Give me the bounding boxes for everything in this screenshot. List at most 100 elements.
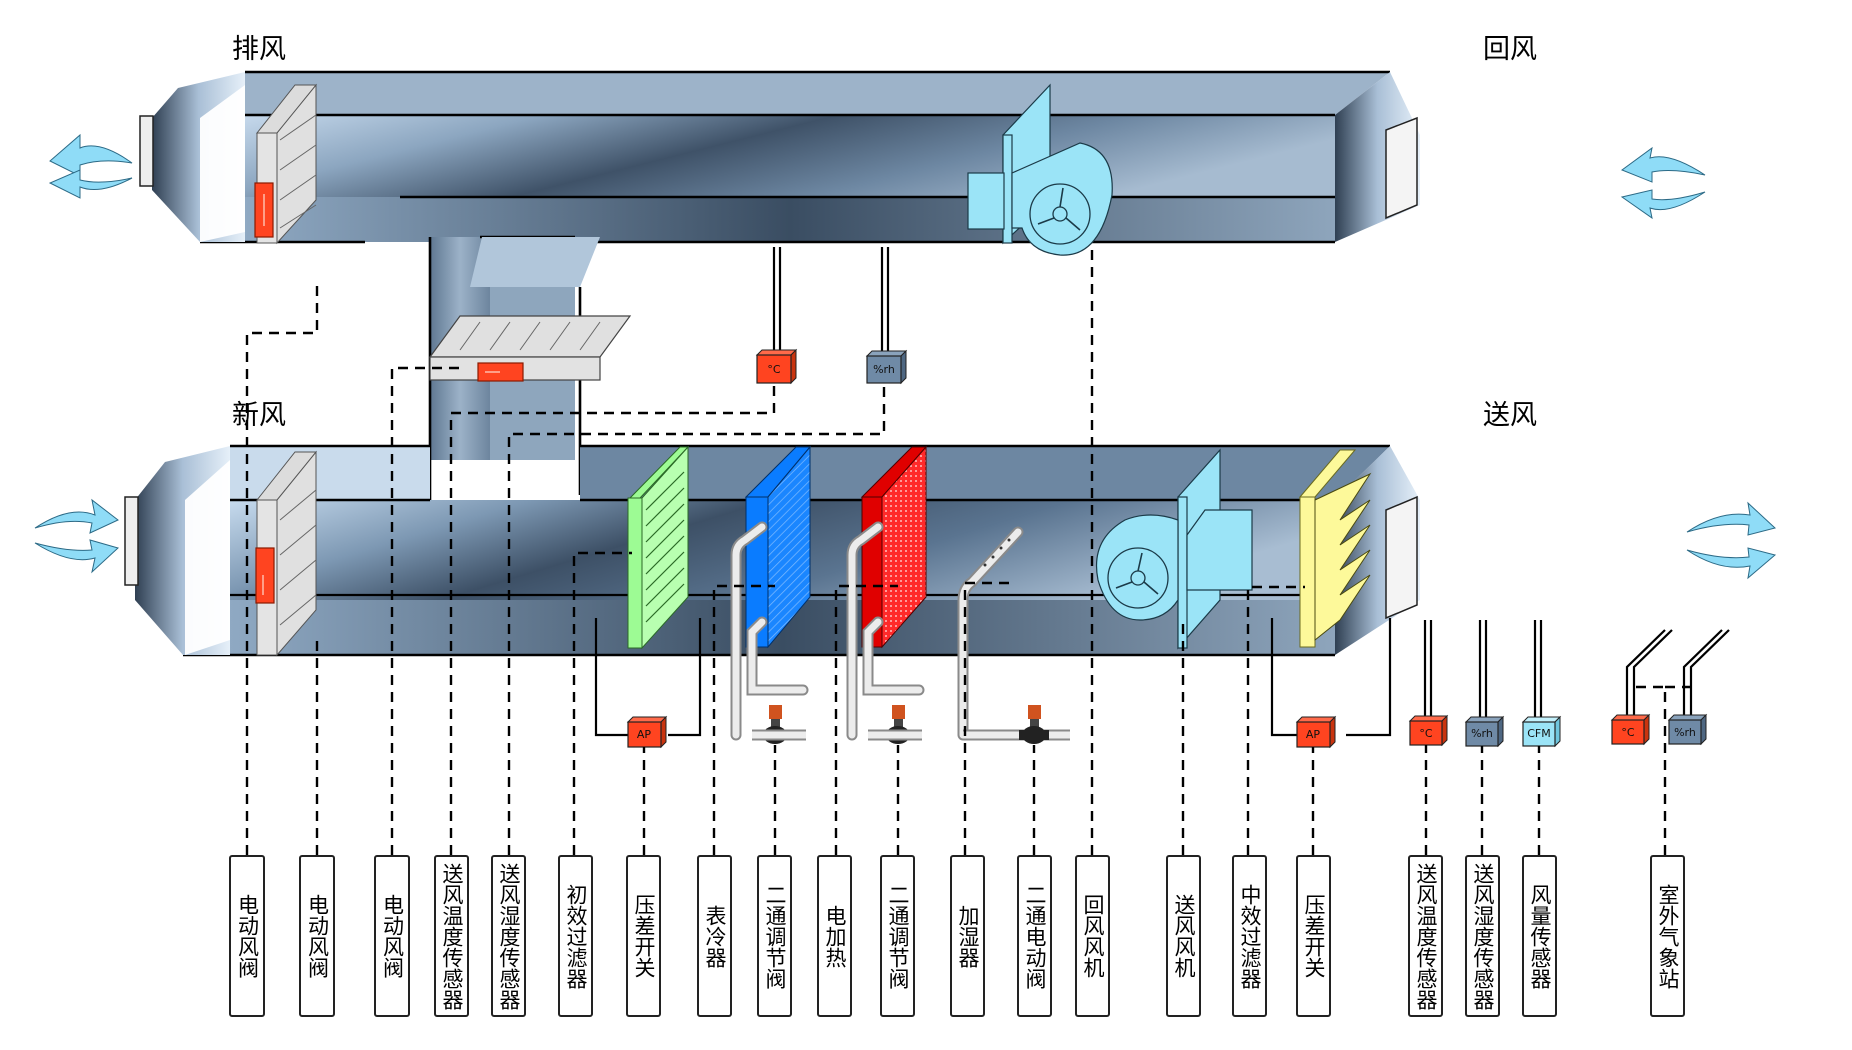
outdoor-humidity-sensor: %rh xyxy=(1667,713,1708,746)
zone-label-return: 回风 xyxy=(1483,34,1537,65)
label-box-return-temp-sensor: 送风温度传感器 xyxy=(434,855,469,1017)
label-box-medium-pressure-switch: 压差开关 xyxy=(1296,855,1331,1017)
return-humidity-sensor: %rh xyxy=(865,349,908,385)
humidifier-valve xyxy=(963,705,1070,744)
label-box-fresh-air-damper: 电动风阀 xyxy=(299,855,335,1017)
fresh-air-arrows xyxy=(34,498,119,574)
label-box-weather-station: 室外气象站 xyxy=(1650,855,1685,1017)
label-box-supply-temp-sensor: 送风温度传感器 xyxy=(1408,855,1443,1017)
return-fan xyxy=(967,83,1113,256)
label-box-supply-humidity-sensor: 送风湿度传感器 xyxy=(1465,855,1500,1017)
coarse-filter xyxy=(627,445,690,650)
airflow-sensor: CFM xyxy=(1521,715,1562,748)
fresh-supply-duct xyxy=(124,444,1420,741)
label-box-return-humidity-sensor: 送风湿度传感器 xyxy=(491,855,526,1017)
label-text: 电动风阀 xyxy=(235,894,260,978)
temp-badge: °C xyxy=(1621,726,1635,739)
label-text: 二通调节阀 xyxy=(763,883,787,989)
supply-grille xyxy=(1385,495,1418,620)
arrow-right-icon xyxy=(34,498,119,534)
humidity-badge: %rh xyxy=(1471,727,1493,740)
label-text: 送风湿度传感器 xyxy=(1471,862,1495,1010)
return-grille xyxy=(1385,116,1418,220)
pressure-badge: AP xyxy=(1306,728,1321,741)
zone-label-supply: 送风 xyxy=(1483,400,1537,431)
label-text: 电加热 xyxy=(823,904,847,968)
exhaust-arrows xyxy=(48,133,133,199)
humidity-badge: %rh xyxy=(873,363,895,376)
label-box-coarse-pressure-switch: 压差开关 xyxy=(626,855,661,1017)
label-text: 送风风机 xyxy=(1172,894,1196,978)
label-box-humidifier-valve: 二通电动阀 xyxy=(1017,855,1052,1017)
temp-badge: °C xyxy=(767,363,781,376)
label-box-return-fan: 回风风机 xyxy=(1075,855,1110,1017)
coarse-filter-pressure-switch: AP xyxy=(626,715,668,749)
medium-filter xyxy=(1298,449,1372,648)
label-box-cooling-valve: 二通调节阀 xyxy=(757,855,792,1017)
label-box-exhaust-damper: 电动风阀 xyxy=(229,855,265,1017)
label-text: 二通调节阀 xyxy=(886,883,910,989)
label-text: 压差开关 xyxy=(1302,894,1326,978)
label-text: 送风湿度传感器 xyxy=(497,862,521,1010)
bottom-duct-roof xyxy=(580,446,1390,500)
arrow-right-icon xyxy=(34,539,119,574)
label-text: 电动风阀 xyxy=(305,894,330,978)
supply-air-arrows xyxy=(1686,501,1777,580)
label-box-electric-heater: 电加热 xyxy=(817,855,852,1017)
supply-fan xyxy=(1095,448,1253,650)
label-box-coarse-filter: 初效过滤器 xyxy=(558,855,593,1017)
label-text: 初效过滤器 xyxy=(564,883,588,989)
medium-filter-pressure-switch: AP xyxy=(1295,715,1337,749)
label-box-humidifier: 加湿器 xyxy=(950,855,985,1017)
fresh-air-grille xyxy=(124,496,139,586)
top-duct-roof xyxy=(245,72,1390,115)
arrow-left-icon xyxy=(49,133,133,177)
label-text: 送风温度传感器 xyxy=(440,862,464,1010)
mixing-damper xyxy=(428,315,632,382)
signal-lines xyxy=(245,245,1690,855)
return-temp-sensor: °C xyxy=(755,348,798,385)
return-arrows xyxy=(1620,146,1706,220)
arrow-left-icon xyxy=(48,169,133,199)
exhaust-grille xyxy=(139,115,154,187)
label-text: 电动风阀 xyxy=(380,894,405,978)
label-text: 加湿器 xyxy=(956,904,980,968)
label-text: 风量传感器 xyxy=(1528,883,1552,989)
arrow-right-icon xyxy=(1686,547,1777,580)
label-text: 回风风机 xyxy=(1081,894,1105,978)
label-box-cooling-coil: 表冷器 xyxy=(697,855,732,1017)
top-duct-side xyxy=(245,115,1335,197)
pressure-badge: AP xyxy=(637,728,652,741)
label-text: 中效过滤器 xyxy=(1238,883,1262,989)
supply-humidity-sensor: %rh xyxy=(1464,715,1505,748)
label-box-mixing-damper: 电动风阀 xyxy=(374,855,410,1017)
exhaust-return-duct xyxy=(139,70,1420,256)
outdoor-temp-sensor: °C xyxy=(1610,713,1651,746)
label-text: 表冷器 xyxy=(703,904,727,968)
temp-badge: °C xyxy=(1419,727,1433,740)
supply-temp-sensor: °C xyxy=(1408,714,1449,747)
label-box-medium-filter: 中效过滤器 xyxy=(1232,855,1267,1017)
damper-actuator xyxy=(477,362,524,382)
zone-label-fresh: 新风 xyxy=(232,400,286,431)
label-box-heating-valve: 二通调节阀 xyxy=(880,855,915,1017)
arrow-left-icon xyxy=(1620,146,1706,183)
mixing-section xyxy=(428,235,632,500)
humidity-badge: %rh xyxy=(1674,726,1696,739)
arrow-left-icon xyxy=(1620,189,1706,220)
exhaust-damper xyxy=(254,83,318,245)
label-text: 压差开关 xyxy=(632,894,656,978)
airflow-badge: CFM xyxy=(1527,727,1551,740)
label-box-airflow-sensor: 风量传感器 xyxy=(1522,855,1557,1017)
label-text: 送风温度传感器 xyxy=(1414,862,1438,1010)
arrow-right-icon xyxy=(1686,501,1777,536)
cooling-coil-pipes xyxy=(730,521,809,741)
label-text: 室外气象站 xyxy=(1656,883,1680,989)
label-box-supply-fan: 送风风机 xyxy=(1166,855,1201,1017)
heater-pipes xyxy=(846,521,925,741)
label-text: 二通电动阀 xyxy=(1023,883,1047,989)
damper-actuator xyxy=(255,547,275,604)
fresh-air-damper xyxy=(255,450,318,657)
top-duct-floor xyxy=(245,197,1335,242)
